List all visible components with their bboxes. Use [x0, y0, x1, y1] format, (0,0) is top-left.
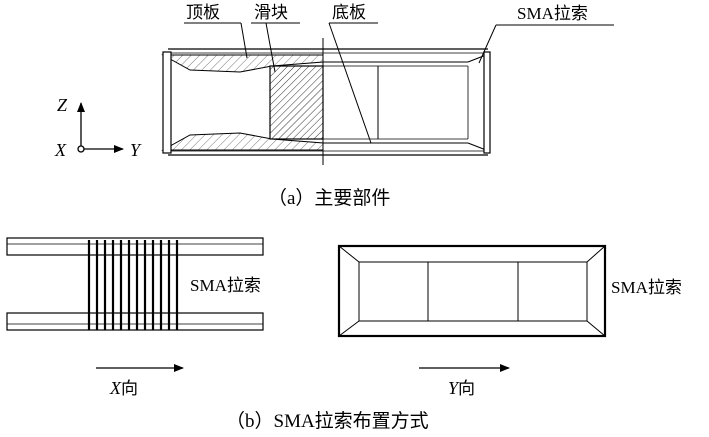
x-axis-origin-icon: [77, 145, 85, 153]
y-direction-view: [337, 244, 607, 338]
inner-frame: [358, 261, 588, 322]
caption-a: （a）主要部件: [268, 187, 390, 209]
sma-cable-bundle: [87, 240, 179, 330]
label-sma-cable-a: SMA拉索: [517, 4, 588, 23]
left-end-cap: [162, 51, 172, 154]
bearing-assembly: [161, 38, 491, 165]
upper-plate: [6, 237, 264, 256]
label-slider: 滑块: [254, 3, 288, 23]
label-top-plate: 顶板: [186, 3, 220, 23]
x-direction-label: X向: [109, 378, 138, 399]
x-direction-view: [6, 237, 264, 331]
axis-y-label: Y: [130, 140, 142, 160]
caption-b: （b）SMA拉索布置方式: [226, 410, 429, 432]
slider-block: [269, 65, 324, 140]
label-sma-cable-y: SMA拉索: [611, 278, 682, 297]
label-bottom-plate: 底板: [332, 3, 366, 23]
y-direction-label: Y向: [448, 378, 475, 399]
axis-triad: [77, 102, 124, 153]
right-end-cap: [483, 51, 491, 154]
label-sma-cable-x: SMA拉索: [190, 276, 261, 295]
axis-x-label: X: [54, 140, 67, 160]
axis-z-label: Z: [57, 95, 68, 115]
lower-plate: [6, 312, 264, 331]
leader-lines-a: [184, 22, 614, 144]
outer-frame: [337, 244, 607, 338]
